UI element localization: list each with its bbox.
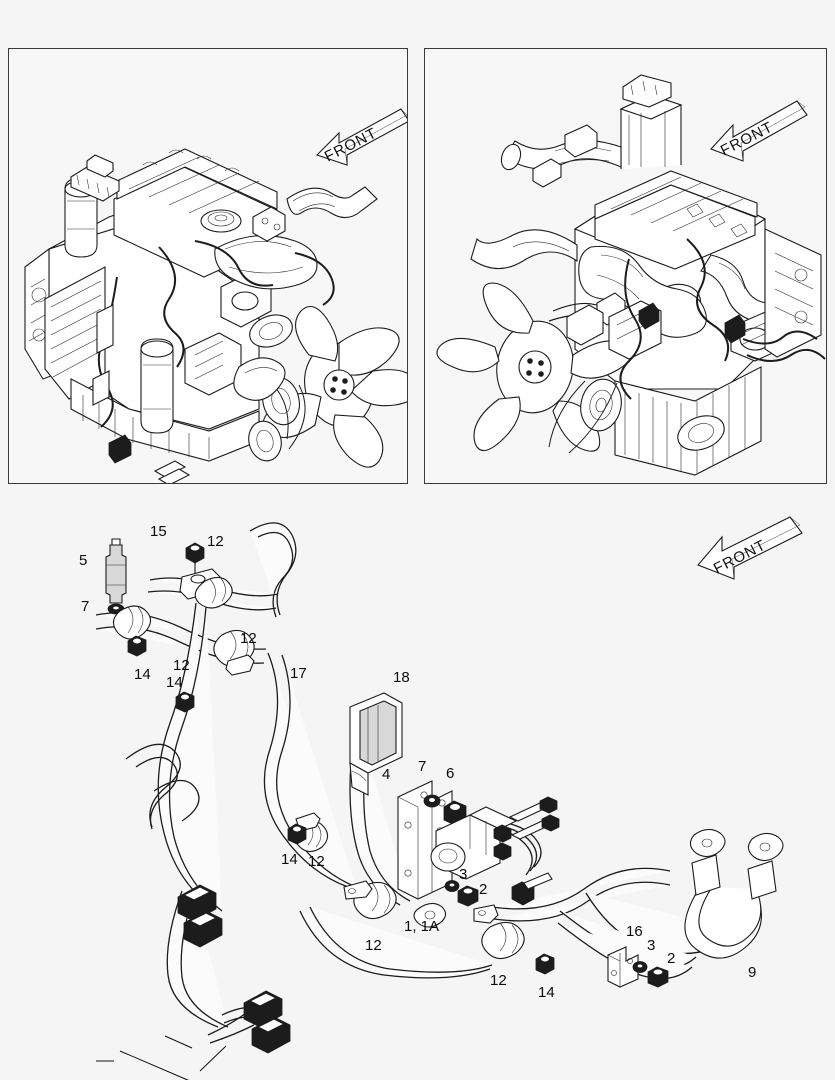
part-3-washer-center — [444, 880, 460, 892]
callout-label-15: 15 — [150, 523, 167, 540]
callout-label-5: 5 — [79, 552, 88, 569]
engine-illustration-right: FRONT — [436, 74, 826, 476]
harness-ring-terminals — [413, 872, 553, 928]
callout-label-2-b: 2 — [667, 950, 676, 967]
part-12-cable-clamp — [343, 880, 397, 920]
part-12-cable-clamp — [112, 605, 152, 640]
callout-label-3-b: 3 — [647, 937, 656, 954]
engine-view-right-panel: FRONT — [424, 48, 827, 484]
callout-label-17: 17 — [290, 665, 307, 682]
callout-label-7-b: 7 — [418, 758, 427, 775]
callout-leader-lines — [96, 1035, 227, 1080]
callout-label-2-a: 2 — [479, 881, 488, 898]
callout-label-12-d: 12 — [308, 853, 325, 870]
part-1-relay-assembly — [430, 796, 560, 880]
part-12-cable-clamp-group — [112, 568, 525, 960]
part-14-bolt-group — [127, 635, 555, 975]
callout-label-14-c: 14 — [281, 851, 298, 868]
part-14-bolt — [175, 691, 195, 713]
part-5-sensor — [105, 538, 127, 615]
front-direction-arrow: FRONT — [315, 108, 407, 166]
front-direction-arrow: FRONT — [710, 100, 808, 162]
engine-illustration-left: FRONT — [24, 108, 407, 483]
front-label: FRONT — [718, 119, 776, 160]
callout-label-7-a: 7 — [81, 598, 90, 615]
part-3-washer-right — [632, 961, 648, 973]
part-14-bolt — [287, 823, 307, 845]
part-2-bolt-right — [647, 966, 669, 988]
callout-label-9: 9 — [748, 964, 757, 981]
part-14-bolt — [127, 635, 147, 657]
part-14-bolt — [535, 953, 555, 975]
callout-label-12-e: 12 — [365, 937, 382, 954]
callout-label-3-a: 3 — [459, 866, 468, 883]
callout-label-12-a: 12 — [207, 533, 224, 550]
part-12-cable-clamp — [473, 904, 525, 960]
part-15-nut — [185, 542, 205, 579]
callout-label-18: 18 — [393, 669, 410, 686]
callout-label-4: 4 — [382, 766, 391, 783]
callout-label-12-b: 12 — [240, 630, 257, 647]
callout-label-12-f: 12 — [490, 972, 507, 989]
callout-label-14-d: 14 — [538, 984, 555, 1001]
part-2-bolt-center — [457, 885, 479, 907]
callout-label-6: 6 — [446, 765, 455, 782]
callout-label-1-1A: 1, 1A — [404, 918, 440, 935]
harness-cable-bundle — [95, 522, 739, 1028]
callout-label-14-a: 14 — [134, 666, 151, 683]
wiring-harness-diagram: 15 5 12 7 12 14 12 14 17 18 4 7 6 14 12 … — [0, 495, 835, 1080]
harness-connector-block-mid — [177, 884, 223, 948]
part-12-cable-clamp — [179, 568, 233, 609]
callout-label-16: 16 — [626, 923, 643, 940]
part-7-washer — [423, 794, 441, 808]
callout-label-14-b: 14 — [166, 674, 183, 691]
part-12-cable-clamp — [213, 629, 255, 676]
cooling-fan-right — [436, 282, 633, 452]
front-direction-arrow-lower: FRONT — [697, 516, 803, 580]
callout-label-12-c: 12 — [173, 657, 190, 674]
front-label: FRONT — [322, 125, 380, 166]
part-18-control-box — [349, 692, 403, 796]
harness-connector-cluster-bottom-left — [207, 990, 291, 1054]
engine-view-left-panel: FRONT — [8, 48, 408, 484]
part-9-ground-cable — [684, 828, 784, 959]
